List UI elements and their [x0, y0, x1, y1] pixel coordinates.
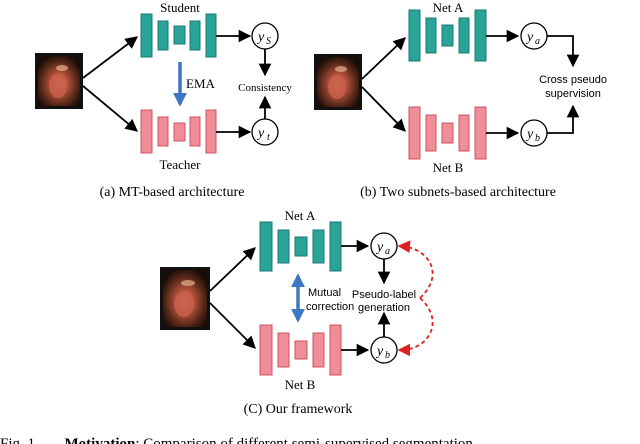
- mutual-label-line1: Mutual: [308, 287, 341, 299]
- net-b-label-b: Net B: [433, 160, 464, 175]
- red-feedback-arrow-to-yb: [397, 297, 434, 357]
- endoscopy-image-a: [35, 53, 83, 109]
- svg-text:t: t: [267, 132, 270, 143]
- output-ya-node-c: y a: [370, 232, 398, 260]
- ema-label: EMA: [186, 76, 216, 91]
- output-ys-node: y S: [251, 22, 279, 50]
- net-b-network-b: [408, 106, 487, 160]
- arrow-image-to-net-b-b: [361, 86, 406, 132]
- consistency-label: Consistency: [238, 82, 292, 94]
- student-label: Student: [160, 0, 200, 15]
- net-b-network-c: [259, 324, 342, 376]
- arrow-ya-to-supervision: [547, 35, 580, 68]
- output-yb-node-b: y b: [520, 119, 548, 147]
- pseudo-label-line1: Pseudo-label: [352, 289, 416, 301]
- svg-text:y: y: [525, 30, 534, 45]
- supervision-label-line2: supervision: [545, 88, 601, 100]
- net-a-label-b: Net A: [433, 0, 464, 15]
- svg-text:y: y: [256, 126, 265, 141]
- caption-a: (a) MT-based architecture: [100, 185, 245, 200]
- supervision-label-line1: Cross pseudo: [539, 74, 607, 86]
- pseudo-label-line2: generation: [358, 302, 410, 314]
- output-yb-node-c: y b: [370, 336, 398, 364]
- arrow-image-to-teacher: [82, 85, 138, 132]
- figure-caption: Fig. 1. Motivation: Comparison of differ…: [0, 436, 473, 444]
- teacher-label: Teacher: [160, 157, 202, 172]
- caption-b: (b) Two subnets-based architecture: [360, 185, 556, 200]
- arrow-yb-to-supervision: [547, 104, 580, 134]
- teacher-network: [140, 109, 217, 154]
- student-network: [140, 13, 217, 58]
- endoscopy-image-c: [160, 267, 210, 330]
- svg-text:y: y: [256, 30, 265, 45]
- svg-text:a: a: [385, 246, 390, 257]
- svg-text:y: y: [375, 344, 384, 359]
- svg-text:y: y: [525, 127, 534, 142]
- panel-c: Net A Net B Mutual correction y a y b Ps…: [160, 208, 434, 417]
- net-a-network-b: [408, 9, 487, 62]
- svg-text:S: S: [266, 36, 271, 47]
- svg-text:y: y: [375, 240, 384, 255]
- caption-c: (C) Our framework: [244, 402, 353, 417]
- svg-text:b: b: [385, 350, 390, 361]
- arrow-image-to-net-a-b: [361, 37, 406, 80]
- svg-text:b: b: [535, 133, 540, 144]
- arrow-image-to-net-a-c: [209, 247, 256, 292]
- output-ya-node-b: y a: [520, 22, 548, 50]
- output-yt-node: y t: [251, 118, 279, 146]
- panel-b: Net A Net B y a y b Cross pseudo supervi…: [314, 0, 607, 200]
- panel-a: EMA Student Teacher y S y t Consistency …: [35, 0, 292, 200]
- endoscopy-image-b: [314, 54, 362, 110]
- net-a-label-c: Net A: [285, 208, 316, 223]
- net-a-network-c: [259, 221, 342, 272]
- red-feedback-arrow-to-ya: [397, 240, 434, 299]
- arrow-image-to-net-b-c: [209, 302, 256, 349]
- net-b-label-c: Net B: [285, 377, 316, 392]
- arrow-image-to-student: [82, 36, 139, 79]
- mutual-label-line2: correction: [306, 301, 354, 313]
- svg-text:a: a: [535, 36, 540, 47]
